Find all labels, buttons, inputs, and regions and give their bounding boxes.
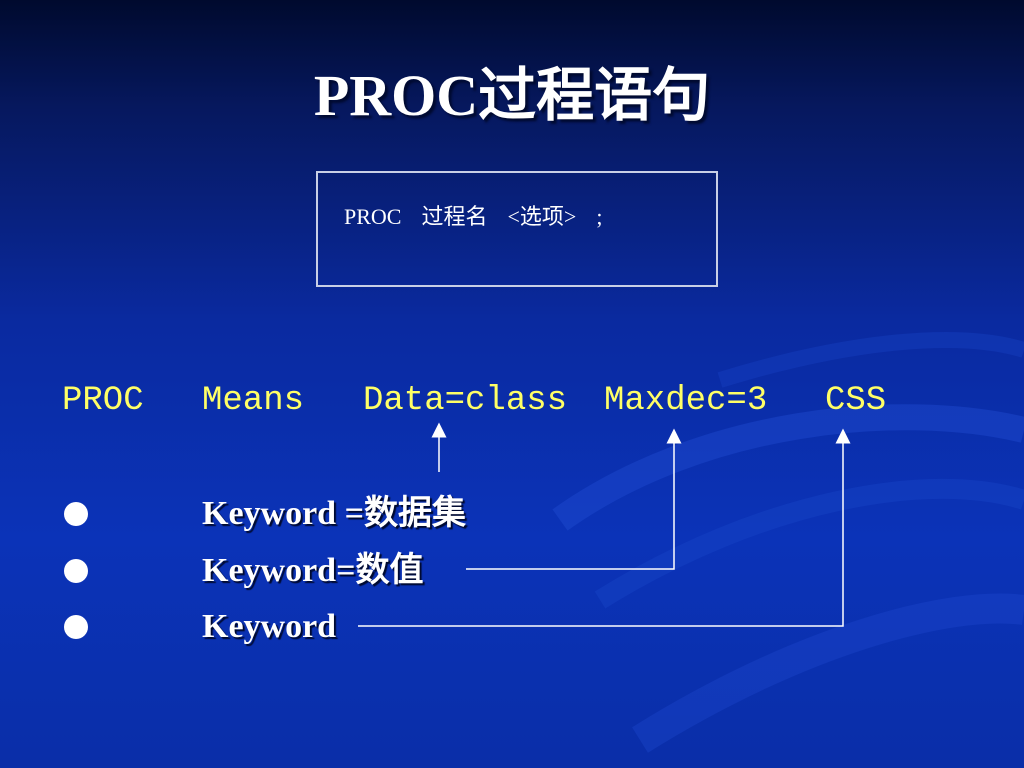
bullet-dot — [64, 615, 88, 639]
example-token-means: Means — [202, 382, 305, 420]
example-token-proc: PROC — [62, 382, 144, 420]
bullet-item-keyword: Keyword — [202, 608, 337, 645]
bullet-item-value: Keyword=数值 — [202, 552, 424, 589]
arrow-keyword — [358, 428, 851, 627]
arrow-value — [466, 428, 682, 570]
example-token-data: Data=class — [363, 382, 568, 420]
syntax-line: PROC 过程名 <选项>; — [344, 199, 602, 231]
bullet-item-dataset: Keyword =数据集 — [202, 495, 466, 532]
syntax-terminator: ; — [596, 204, 603, 229]
syntax-box: PROC 过程名 <选项>; — [316, 171, 718, 287]
syntax-options: <选项> — [507, 204, 577, 229]
example-token-css: CSS — [825, 382, 887, 420]
syntax-keyword: PROC — [344, 204, 402, 229]
bullet-dot — [64, 559, 88, 583]
slide-title: PROC过程语句 — [313, 63, 711, 128]
bullet-dot — [64, 502, 88, 526]
example-token-maxdec: Maxdec=3 — [604, 382, 768, 420]
syntax-proc-name: 过程名 — [421, 204, 488, 229]
